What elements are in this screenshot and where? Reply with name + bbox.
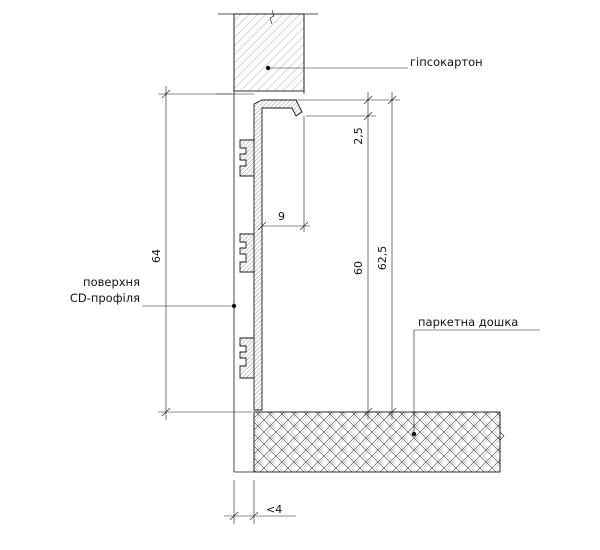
dimension-gap-bottom: <4 [224,480,296,524]
gypsum-label: гіпсокартон [410,55,483,69]
dimension-depth: 9 [257,116,310,232]
clip-middle [239,233,254,273]
leader-parquet: паркетна дошка [413,315,540,434]
clip-top [239,139,254,177]
gap-bottom-label: <4 [266,503,282,516]
parquet-label: паркетна дошка [418,315,518,329]
clip-bottom [239,337,254,379]
parquet-floor [253,411,505,473]
depth-label: 9 [278,210,285,223]
leader-profile: поверхня CD-профіля [70,275,237,309]
inner-height-label: 60 [352,261,365,275]
skirting-profile [239,99,303,411]
dimension-overall-height: 64 [150,86,252,420]
overall-height-label: 64 [150,249,163,263]
top-gap-label: 2,5 [352,127,365,145]
profile-label-line2: CD-профіля [70,291,140,305]
leader-gypsum: гіпсокартон [268,55,483,69]
outer-height-label: 62,5 [376,246,389,271]
profile-label-line1: поверхня [83,275,140,289]
dimension-right: 2,5 60 62,5 [262,92,400,420]
gypsum-board [218,9,318,94]
